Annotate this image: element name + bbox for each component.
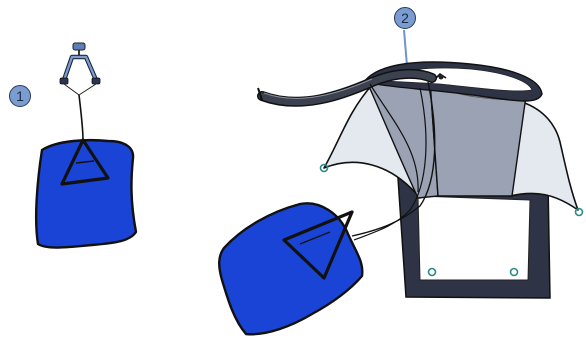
right-flap-hook (576, 209, 583, 216)
callout-2: 2 (394, 7, 416, 29)
blue-bag-icon (36, 140, 136, 248)
blue-bag-small-icon (219, 203, 362, 334)
handle-and-blue-bag-icon (36, 43, 136, 248)
callout-1: 1 (9, 85, 31, 107)
triangle-handle-icon (60, 43, 100, 95)
canopy-hood-with-hose-and-bag-icon (219, 30, 582, 334)
